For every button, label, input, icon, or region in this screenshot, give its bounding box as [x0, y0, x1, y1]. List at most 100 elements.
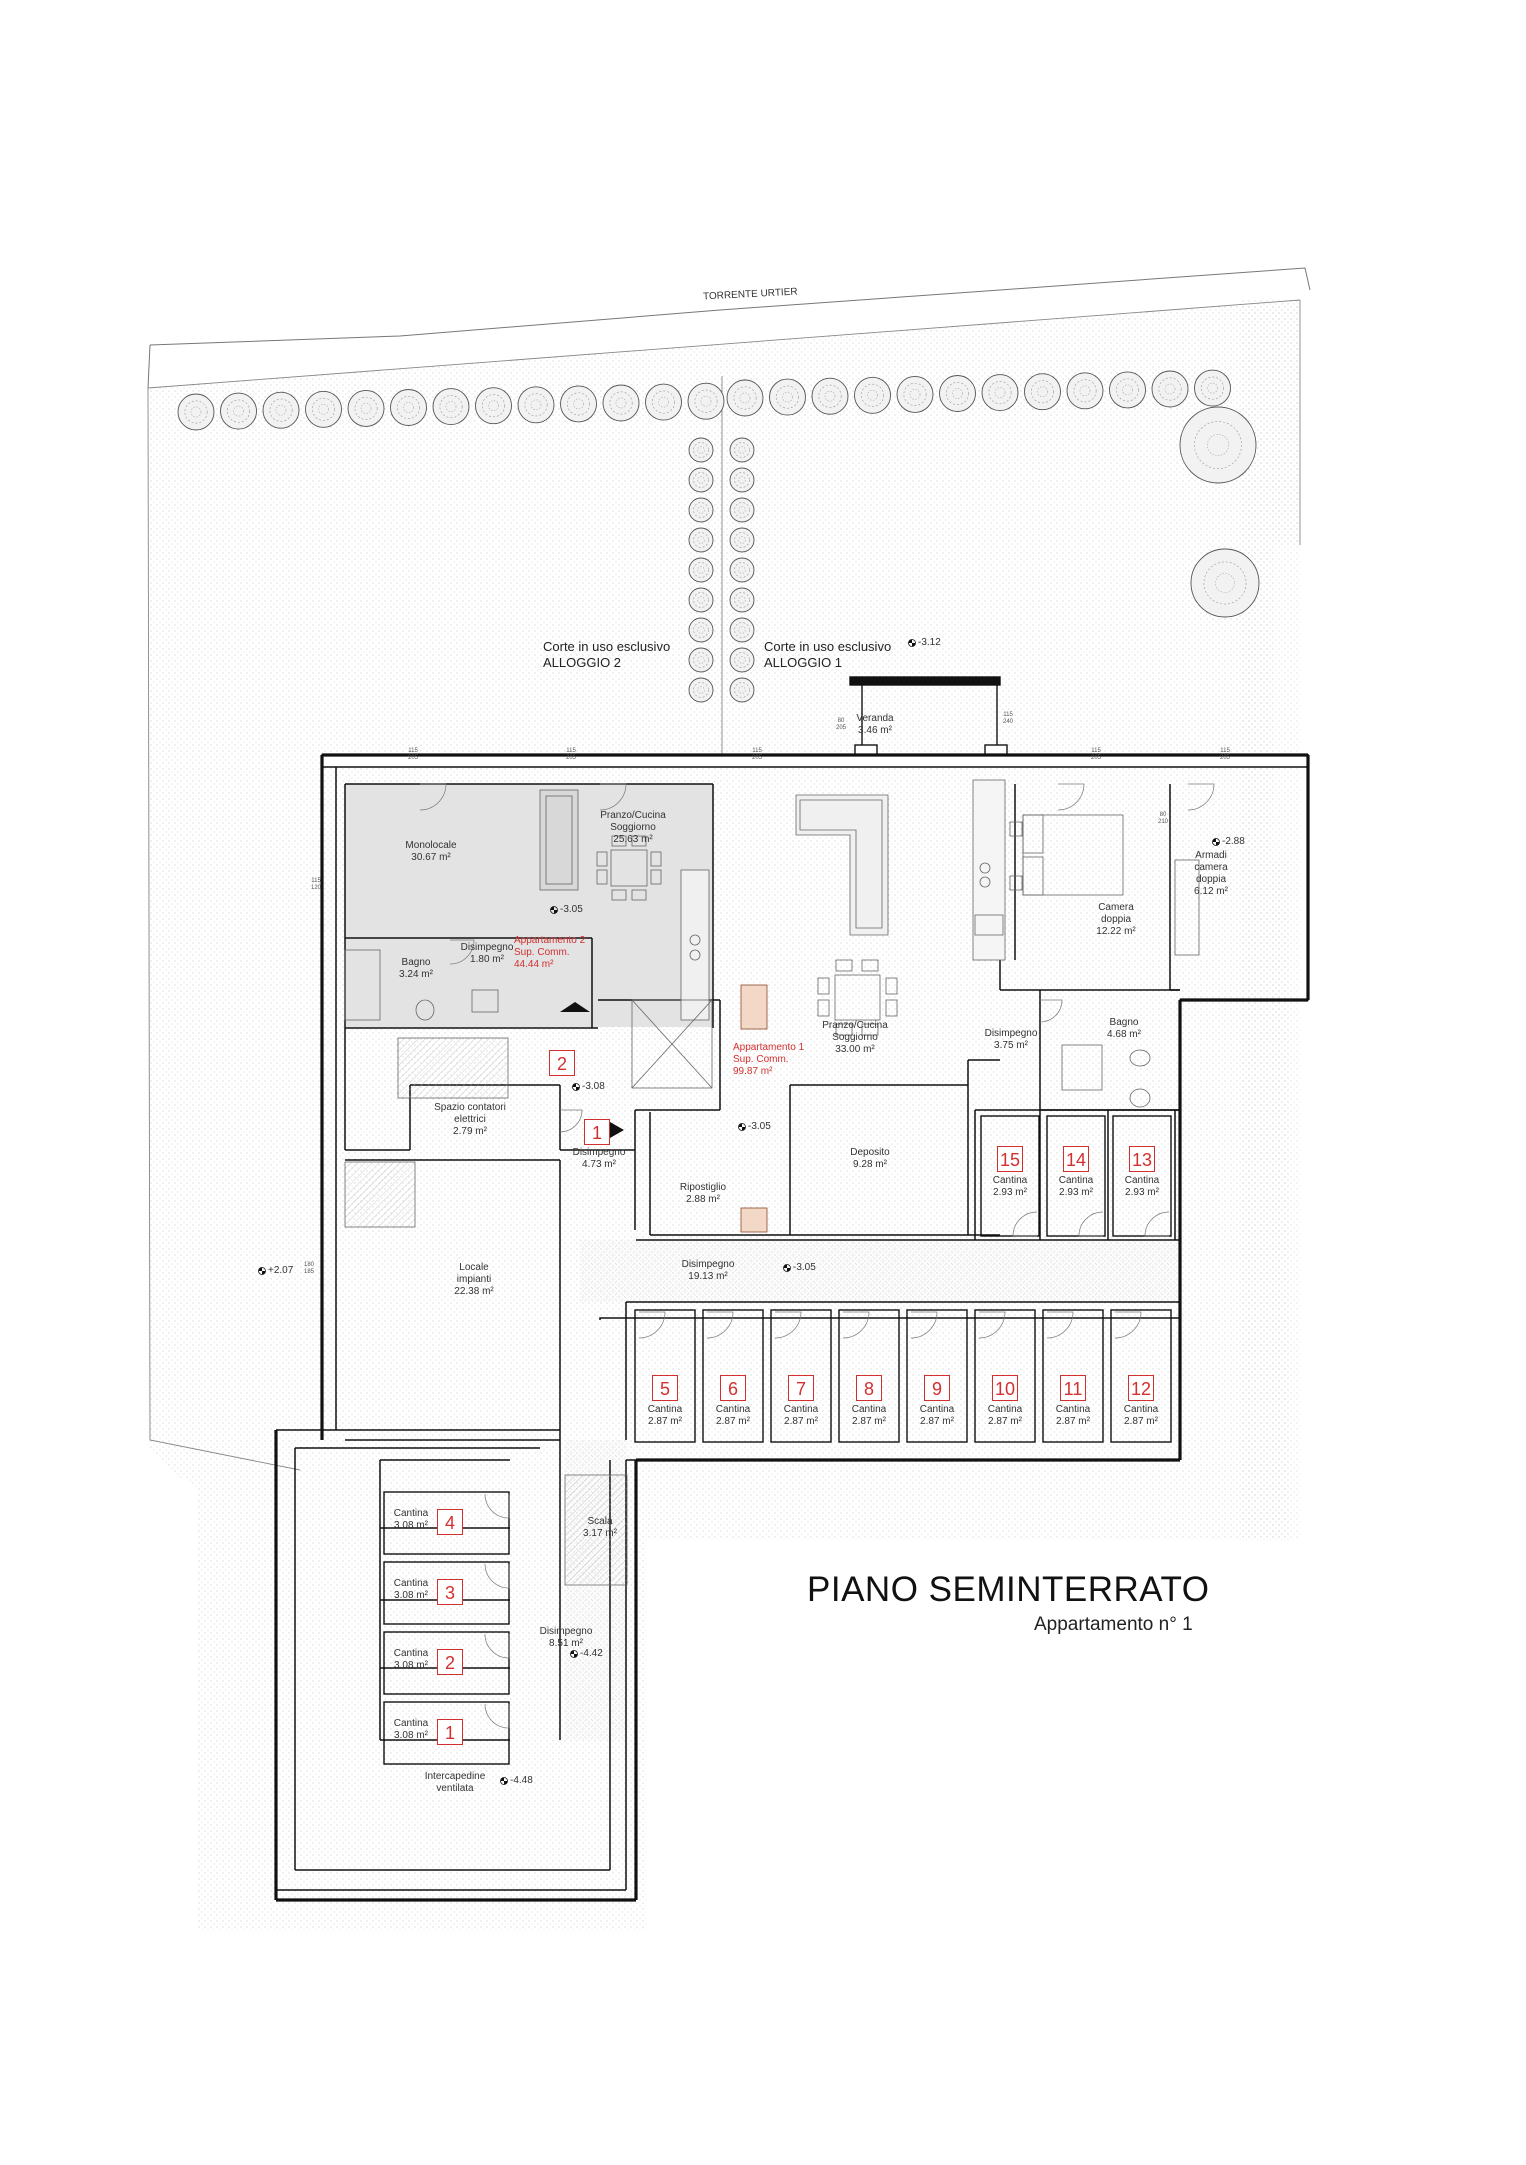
cantina-wall: [702, 1309, 764, 1443]
door-swing: [706, 1311, 734, 1339]
door-swing: [1078, 1211, 1104, 1237]
door-swing: [842, 1311, 870, 1339]
level-207: +2.07: [268, 1265, 294, 1276]
cantina-wall: [383, 1491, 510, 1555]
tree: [560, 385, 597, 423]
cantina-wall: [383, 1701, 510, 1765]
cantina-wall: [1046, 1115, 1106, 1237]
tree: [729, 497, 755, 523]
tree: [1066, 372, 1104, 410]
level-symbol: [1212, 838, 1220, 846]
tree: [1151, 370, 1189, 408]
tree: [390, 389, 427, 426]
cantina-wall: [1112, 1115, 1172, 1237]
tree: [687, 382, 725, 420]
cantina-number: 6: [720, 1375, 746, 1401]
level-448: -4.48: [510, 1775, 533, 1786]
cantina-wall: [1110, 1309, 1172, 1443]
tree: [688, 437, 714, 463]
tree: [177, 393, 215, 431]
tree: [688, 467, 714, 493]
courtyard-2-line1: Corte in uso esclusivo: [543, 639, 671, 654]
level-312: -3.12: [918, 637, 941, 648]
cantina-number: 15: [997, 1146, 1023, 1172]
tree: [729, 677, 755, 703]
tree: [1024, 373, 1061, 411]
corridor-floor: [565, 1240, 1177, 1740]
tree: [688, 677, 714, 703]
door-swing: [638, 1311, 666, 1339]
door-swing: [484, 1493, 510, 1519]
tree: [688, 527, 714, 553]
cantina-number: 8: [856, 1375, 882, 1401]
level-symbol: [572, 1083, 580, 1091]
door-swing: [419, 783, 447, 811]
level-288: -2.88: [1222, 836, 1245, 847]
tree: [896, 375, 934, 413]
door-swing: [1187, 783, 1215, 811]
cantina-wall: [383, 1561, 510, 1625]
door-swing: [599, 783, 627, 811]
plan-title: PIANO SEMINTERRATO: [807, 1570, 1210, 1609]
cantina-number: 11: [1060, 1375, 1086, 1401]
tree: [939, 375, 976, 412]
plan-subtitle: Appartamento n° 1: [1034, 1614, 1193, 1635]
door-swing: [1057, 783, 1085, 811]
tree: [262, 391, 300, 429]
level-symbol: [783, 1264, 791, 1272]
level-symbol: [500, 1777, 508, 1785]
cantina-number: 9: [924, 1375, 950, 1401]
cantina-wall: [980, 1115, 1040, 1237]
cantina-number: 10: [992, 1375, 1018, 1401]
level-symbol: [258, 1267, 266, 1275]
entrance-arrows: [560, 1002, 624, 1138]
cantina-wall: [838, 1309, 900, 1443]
cantina-wall: [974, 1309, 1036, 1443]
apartment-2-number: 2: [549, 1050, 575, 1076]
courtyard-2-line2: ALLOGGIO 2: [543, 655, 622, 670]
cantina-number: 1: [437, 1719, 463, 1745]
tree: [854, 376, 891, 414]
site-terrain: [148, 300, 1300, 1930]
tree: [688, 647, 714, 673]
door-swing: [1046, 1311, 1074, 1339]
courtyard-1-line1: Corte in uso esclusivo: [764, 639, 892, 654]
apartment2-fill: [345, 784, 713, 1027]
cantina-wall: [383, 1631, 510, 1695]
trees: [177, 369, 1260, 703]
tree: [688, 587, 714, 613]
door-swing: [1144, 1211, 1170, 1237]
tree: [769, 378, 806, 416]
tree: [688, 497, 714, 523]
tree: [729, 527, 755, 553]
cantina-wall: [1042, 1309, 1104, 1443]
cantina-number: 13: [1129, 1146, 1155, 1172]
tree: [602, 384, 640, 422]
